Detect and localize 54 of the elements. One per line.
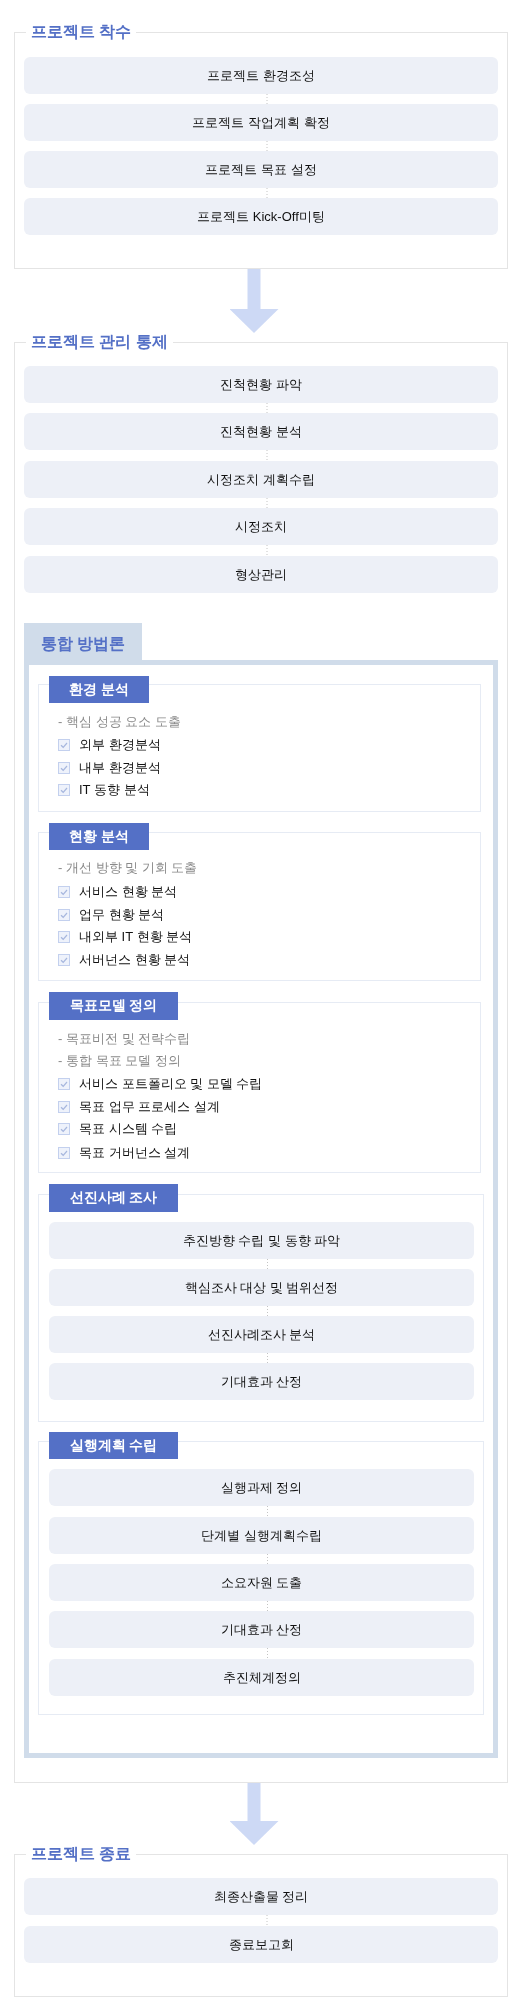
checklist-item: 목표 거버넌스 설계: [79, 1144, 191, 1162]
block-arrow: [229, 269, 279, 333]
process-box: 시정조치: [24, 508, 498, 545]
section-title: 프로젝트 관리 통제: [26, 333, 173, 351]
note-text: - 목표비전 및 전략수립: [58, 1030, 191, 1048]
process-box: 시정조치 계획수립: [24, 461, 498, 498]
process-box: 추진체계정의: [49, 1659, 474, 1696]
process-box: 핵심조사 대상 및 범위선정: [49, 1269, 474, 1306]
process-box: 프로젝트 환경조성: [24, 57, 498, 94]
process-box: 진척현황 분석: [24, 413, 498, 450]
note-text: - 핵심 성공 요소 도출: [58, 713, 181, 731]
section-tab: 목표모델 정의: [49, 992, 178, 1020]
process-box: 프로젝트 Kick-Off미팅: [24, 198, 498, 235]
subsection-panel: [38, 992, 481, 1173]
section-title: 프로젝트 착수: [26, 23, 137, 41]
process-box: 형상관리: [24, 556, 498, 593]
section-tab: 선진사례 조사: [49, 1184, 178, 1212]
checklist-item: 외부 환경분석: [79, 736, 161, 754]
subsection-panel: [38, 823, 481, 981]
section-tab: 현황 분석: [49, 823, 149, 850]
process-box: 기대효과 산정: [49, 1611, 474, 1648]
section-frame: [14, 1845, 508, 1997]
note-text: - 통합 목표 모델 정의: [58, 1052, 181, 1070]
methodology-frame: [24, 623, 498, 1758]
checklist-item: 내부 환경분석: [79, 759, 161, 777]
section-frame: [14, 23, 508, 269]
process-box: 기대효과 산정: [49, 1363, 474, 1400]
section-tab: 실행계획 수립: [49, 1432, 178, 1459]
section-tab: 환경 분석: [49, 676, 149, 703]
process-box: 프로젝트 작업계획 확정: [24, 104, 498, 141]
checklist-item: 서비스 포트폴리오 및 모델 수립: [79, 1075, 263, 1093]
checklist-item: 서버넌스 현황 분석: [79, 951, 191, 969]
checklist-item: IT 동향 분석: [79, 781, 150, 799]
section-title: 프로젝트 종료: [26, 1845, 137, 1863]
process-box: 단계별 실행계획수립: [49, 1517, 474, 1554]
subsection-panel: [38, 676, 481, 812]
process-box: 실행과제 정의: [49, 1469, 474, 1506]
process-box: 프로젝트 목표 설정: [24, 151, 498, 188]
process-box: 종료보고회: [24, 1926, 498, 1963]
checklist-item: 목표 업무 프로세스 설계: [79, 1098, 220, 1116]
process-box: 진척현황 파악: [24, 366, 498, 403]
note-text: - 개선 방향 및 기회 도출: [58, 859, 198, 877]
checklist-item: 서비스 현황 분석: [79, 883, 178, 901]
block-arrow: [229, 1783, 279, 1845]
checklist-item: 목표 시스템 수립: [79, 1120, 178, 1138]
process-box: 추진방향 수립 및 동향 파악: [49, 1222, 474, 1259]
subsection-panel: [38, 1184, 484, 1422]
checklist-item: 업무 현황 분석: [79, 906, 165, 924]
process-box: 소요자원 도출: [49, 1564, 474, 1601]
subsection-panel: [38, 1432, 484, 1715]
checklist-item: 내외부 IT 현황 분석: [79, 928, 193, 946]
section-frame: [14, 333, 508, 1783]
process-box: 선진사례조사 분석: [49, 1316, 474, 1353]
process-box: 최종산출물 정리: [24, 1878, 498, 1915]
